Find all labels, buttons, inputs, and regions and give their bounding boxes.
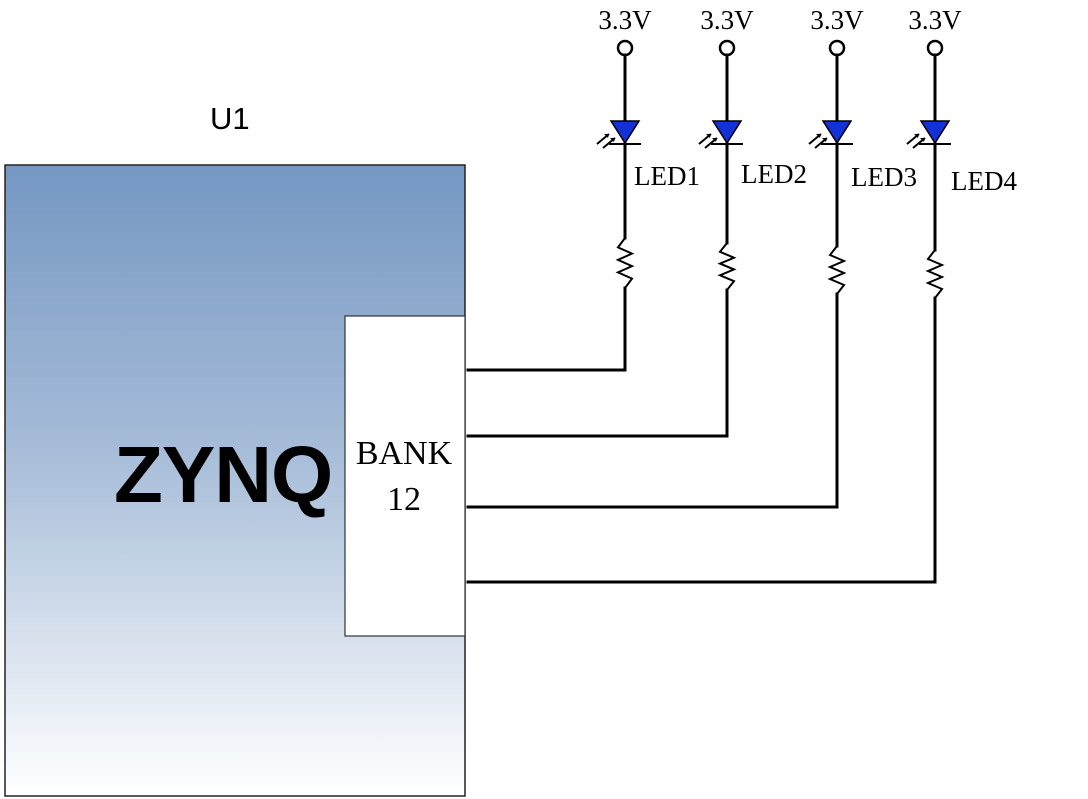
led-label: LED2 <box>741 159 807 189</box>
power-terminal-icon <box>718 39 736 57</box>
supply-label: 3.3V <box>908 5 962 35</box>
emission-arrowhead <box>914 134 919 138</box>
chip-ref-label: U1 <box>210 101 250 136</box>
signal-wire <box>466 286 627 372</box>
led-triangle <box>821 120 853 145</box>
led-diode-icon <box>596 120 641 149</box>
emission-arrowhead <box>706 134 711 138</box>
led-diode-icon <box>808 120 853 149</box>
bank-number: 12 <box>387 481 421 518</box>
emission-arrowhead <box>712 138 717 142</box>
supply-label: 3.3V <box>810 5 864 35</box>
led-channel-2: 3.3V LED2 <box>466 5 807 438</box>
signal-wire <box>466 288 729 438</box>
chip-name: ZYNQ <box>114 430 332 519</box>
led-channels: 3.3V LED1 3.3V LED2 3.3V LED3 3.3V LED4 <box>466 5 1017 584</box>
led-triangle <box>919 120 951 145</box>
led-triangle <box>609 120 641 145</box>
bank-box <box>344 315 466 637</box>
led-channel-1: 3.3V LED1 <box>466 5 700 372</box>
power-terminal-icon <box>828 39 846 57</box>
resistor-icon <box>717 242 737 291</box>
led-triangle <box>711 120 743 145</box>
led-label: LED4 <box>951 166 1017 196</box>
supply-label: 3.3V <box>598 5 652 35</box>
led-channel-4: 3.3V LED4 <box>466 5 1017 584</box>
emission-arrowhead <box>920 138 925 142</box>
emission-arrowhead <box>604 134 609 138</box>
resistor-icon <box>925 249 945 299</box>
resistor-icon <box>827 245 847 295</box>
led-channel-3: 3.3V LED3 <box>466 5 917 509</box>
power-terminal-icon <box>926 39 944 57</box>
emission-arrowhead <box>816 134 821 138</box>
led-label: LED3 <box>851 162 917 192</box>
resistor-icon <box>615 237 635 289</box>
led-diode-icon <box>698 120 743 149</box>
led-diode-icon <box>906 120 951 149</box>
signal-wire <box>466 296 937 584</box>
power-terminal-icon <box>616 39 634 57</box>
led-label: LED1 <box>634 161 700 191</box>
supply-label: 3.3V <box>700 5 754 35</box>
emission-arrowhead <box>610 138 615 142</box>
emission-arrowhead <box>822 138 827 142</box>
bank-label: BANK <box>356 435 453 472</box>
signal-wire <box>466 292 839 509</box>
